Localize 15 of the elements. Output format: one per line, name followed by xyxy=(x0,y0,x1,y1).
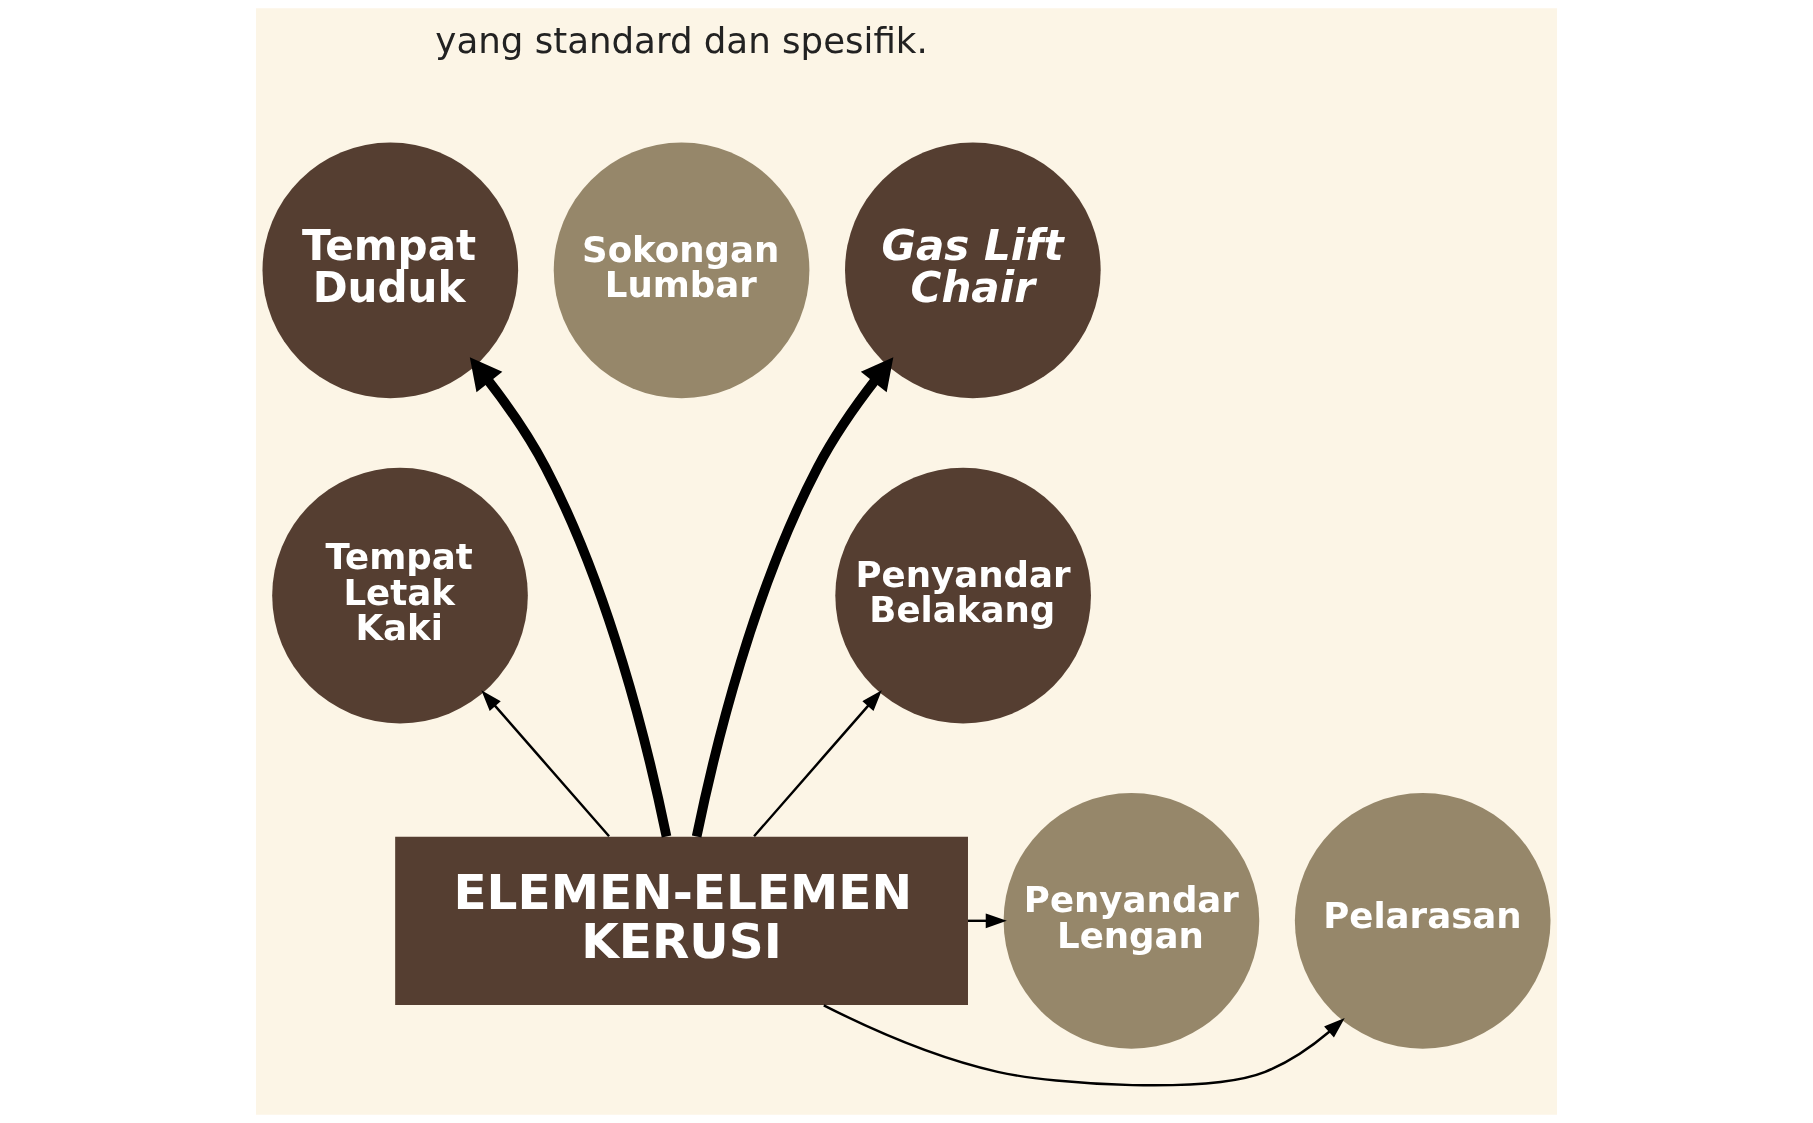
arrow xyxy=(481,690,610,838)
label: yang standard dan spesifik. xyxy=(435,19,928,61)
node-box: ELEMEN-ELEMEN KERUSI xyxy=(395,836,968,1005)
arrow xyxy=(968,913,1007,929)
node-circle: Sokongan Lumbar xyxy=(553,142,810,399)
arrow xyxy=(469,357,672,838)
node-circle: Penyandar Belakang xyxy=(835,467,1091,724)
arrow xyxy=(823,1004,1345,1087)
node-circle: Tempat Duduk xyxy=(262,142,519,399)
node-circle: Gas Lift Chair xyxy=(845,142,1101,399)
node-circle: Pelarasan xyxy=(1294,793,1551,1049)
node-circle: Penyandar Lengan xyxy=(1003,793,1260,1049)
node-circle: Tempat Letak Kaki xyxy=(272,467,528,724)
arrow xyxy=(753,690,882,838)
arrow xyxy=(691,357,894,838)
